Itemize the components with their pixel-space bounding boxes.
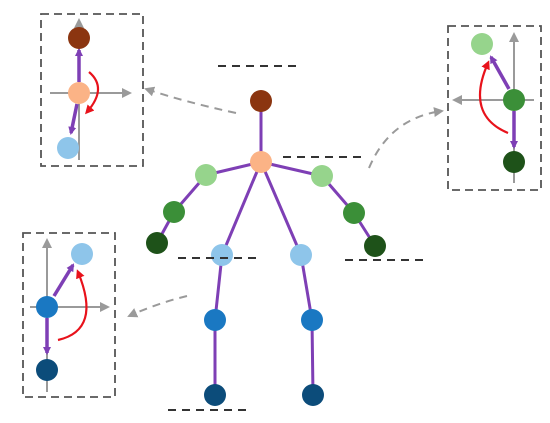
inset-head-neck	[40, 13, 144, 167]
bone-neck-hip-left	[220, 160, 263, 257]
bone-knee-to-hip	[52, 263, 75, 297]
joint-wrist-right	[364, 235, 386, 257]
joint-hip-right	[290, 244, 312, 266]
joint-elbow-icon	[503, 89, 525, 111]
joint-wrist-icon	[503, 151, 525, 173]
bone-neck-hip-right	[259, 160, 303, 257]
joint-wrist-left	[146, 232, 168, 254]
rotation-arrow	[479, 60, 509, 135]
inset-box	[447, 25, 542, 191]
level-lines	[168, 65, 429, 411]
main-skeleton	[146, 90, 386, 406]
joint-hip-icon	[57, 137, 79, 159]
joint-knee-left	[204, 309, 226, 331]
joint-shoulder-left	[195, 164, 217, 186]
joint-ankle-right	[302, 384, 324, 406]
connector-arrows	[127, 86, 444, 318]
connector-to-head-inset	[144, 86, 237, 114]
inset-right-arm	[447, 25, 542, 191]
joint-ankle-icon	[36, 359, 58, 381]
joint-shoulder-right	[311, 165, 333, 187]
rotation-arrow	[85, 71, 100, 115]
connector-to-arm-inset	[368, 107, 444, 169]
bones	[155, 99, 377, 397]
joint-elbow-left	[163, 201, 185, 223]
joint-knee-icon	[36, 296, 58, 318]
inset-left-leg	[22, 232, 116, 398]
joint-head-icon	[68, 27, 90, 49]
bone-neck-to-hip	[68, 103, 79, 135]
connector-to-leg-inset	[127, 295, 188, 318]
joint-neck	[250, 151, 272, 173]
joint-elbow-right	[343, 202, 365, 224]
joints	[146, 90, 386, 406]
joint-hip-left	[211, 244, 233, 266]
joint-shoulder-icon	[471, 33, 493, 55]
rotation-arrow	[57, 269, 88, 342]
joint-ankle-left	[204, 384, 226, 406]
joint-neck-icon	[68, 82, 90, 104]
joint-head	[250, 90, 272, 112]
joint-knee-right	[301, 309, 323, 331]
joint-hip-icon	[71, 243, 93, 265]
bone-knee-ankle-right	[310, 318, 315, 397]
inset-bones	[68, 48, 83, 135]
inset-box	[40, 13, 144, 167]
inset-bones	[43, 263, 75, 355]
bone-elbow-to-shoulder	[489, 55, 511, 90]
inset-bones	[489, 55, 518, 149]
